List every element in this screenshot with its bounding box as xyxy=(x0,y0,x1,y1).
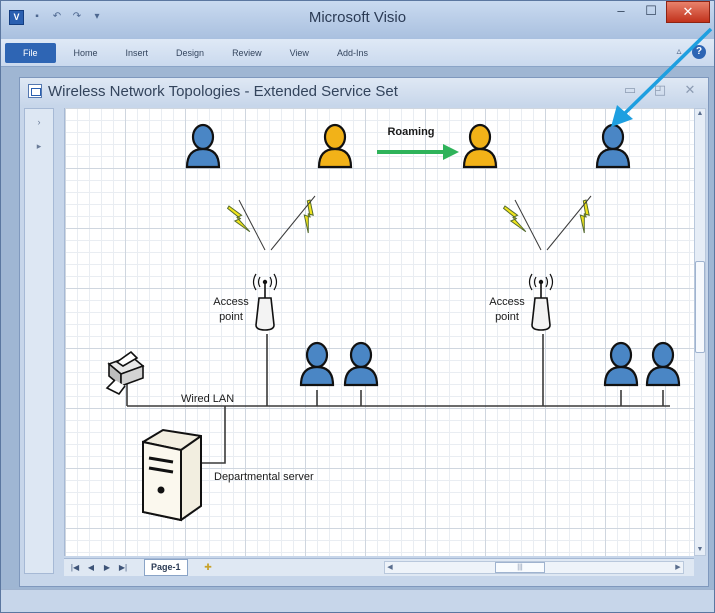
close-button[interactable]: ✕ xyxy=(666,1,710,23)
drawing-canvas[interactable]: Roaming Access point Access point xyxy=(64,108,694,556)
signal-line xyxy=(514,199,542,251)
roaming-label: Roaming xyxy=(387,126,434,138)
ribbon-collapse-icon[interactable]: ▵ xyxy=(676,46,682,57)
network-diagram: Roaming Access point Access point xyxy=(105,123,681,522)
server-icon[interactable] xyxy=(142,428,202,522)
tab-insert[interactable]: Insert xyxy=(125,48,149,58)
document-close-button[interactable]: ✕ xyxy=(684,82,696,97)
expand-pane-icon[interactable]: › xyxy=(37,117,41,127)
app-title: Microsoft Visio xyxy=(308,9,407,26)
status-bar xyxy=(1,589,714,612)
access-point-label: Access xyxy=(213,296,249,308)
scroll-left-icon[interactable]: ◀ xyxy=(387,564,393,571)
undo-icon[interactable]: ↶ xyxy=(52,11,62,22)
wired-user-icon[interactable] xyxy=(299,341,335,387)
customize-icon[interactable]: ▾ xyxy=(94,11,100,22)
ribbon-right-controls: ▵ ? xyxy=(672,45,706,59)
tab-add-ins[interactable]: Add-Ins xyxy=(336,48,368,58)
signal-line xyxy=(270,195,316,251)
roaming-user-icon[interactable] xyxy=(462,123,498,169)
minimize-button[interactable]: – xyxy=(617,3,625,18)
access-point-icon[interactable] xyxy=(528,273,554,331)
server-label: Departmental server xyxy=(214,471,314,483)
first-page-icon[interactable]: |◀ xyxy=(70,563,80,572)
last-page-icon[interactable]: ▶| xyxy=(118,563,128,572)
vertical-scrollbar[interactable]: ▲ ▼ xyxy=(694,108,706,556)
wireless-signal-icon xyxy=(226,202,251,237)
access-point-icon[interactable] xyxy=(252,273,278,331)
window-controls: – ☐ ✕ xyxy=(606,1,710,23)
horizontal-scroll-thumb[interactable]: ||| xyxy=(495,562,545,573)
access-point-label: Access xyxy=(489,296,525,308)
vertical-scroll-thumb[interactable] xyxy=(695,261,705,353)
signal-line xyxy=(238,199,266,251)
document-window: Wireless Network Topologies - Extended S… xyxy=(19,77,709,587)
title-bar: V ▪ ↶ ↷ ▾ Microsoft Visio – ☐ ✕ xyxy=(1,1,714,39)
save-icon[interactable]: ▪ xyxy=(35,11,39,22)
access-point-label: point xyxy=(495,311,519,323)
server-link-line xyxy=(200,406,226,464)
document-restore-button[interactable]: ◰ xyxy=(653,82,667,97)
tab-home[interactable]: Home xyxy=(73,48,98,58)
signal-line xyxy=(546,195,592,251)
horizontal-scrollbar[interactable]: ◀ ||| ▶ xyxy=(384,561,684,574)
insert-page-icon[interactable]: ✚ xyxy=(204,562,212,572)
wireless-user-icon[interactable] xyxy=(185,123,221,169)
ribbon-tabs: File Home Insert Design Review View Add-… xyxy=(5,43,382,63)
wireless-user-icon[interactable] xyxy=(595,123,631,169)
quick-access-toolbar: ▪ ↶ ↷ ▾ xyxy=(31,9,103,25)
wired-user-icon[interactable] xyxy=(645,341,681,387)
shapes-pane: › ▸ xyxy=(24,108,54,574)
wired-lan-lines xyxy=(126,334,670,464)
page-navigation-bar: |◀ ◀ ▶ ▶| Page-1 ✚ ◀ ||| ▶ xyxy=(64,558,694,576)
roaming-user-icon[interactable] xyxy=(317,123,353,169)
roaming-arrow-icon xyxy=(377,144,459,160)
scroll-down-icon[interactable]: ▼ xyxy=(696,546,704,553)
maximize-button[interactable]: ☐ xyxy=(645,3,657,18)
tab-review[interactable]: Review xyxy=(232,48,262,58)
document-icon xyxy=(28,84,42,98)
scroll-right-icon[interactable]: ▶ xyxy=(675,564,681,571)
page-tab[interactable]: Page-1 xyxy=(144,559,188,576)
ribbon: File Home Insert Design Review View Add-… xyxy=(1,39,714,67)
next-page-icon[interactable]: ▶ xyxy=(103,563,111,572)
document-title-bar: Wireless Network Topologies - Extended S… xyxy=(20,78,708,106)
redo-icon[interactable]: ↷ xyxy=(72,11,82,22)
access-point-label: point xyxy=(219,311,243,323)
help-icon[interactable]: ? xyxy=(692,45,706,59)
tab-view[interactable]: View xyxy=(289,48,309,58)
prev-page-icon[interactable]: ◀ xyxy=(87,563,95,572)
document-title: Wireless Network Topologies - Extended S… xyxy=(48,83,398,100)
document-window-controls: ▭ ◰ ✕ xyxy=(622,81,698,99)
document-minimize-button[interactable]: ▭ xyxy=(623,82,637,97)
printer-icon[interactable] xyxy=(105,350,145,396)
wired-user-icon[interactable] xyxy=(603,341,639,387)
visio-app-icon[interactable]: V xyxy=(9,10,24,25)
stencil-folder-icon[interactable]: ▸ xyxy=(36,141,42,151)
wired-lan-label: Wired LAN xyxy=(181,393,234,405)
tab-design[interactable]: Design xyxy=(176,48,205,58)
scroll-up-icon[interactable]: ▲ xyxy=(696,110,704,117)
tab-file[interactable]: File xyxy=(5,43,56,63)
wireless-signal-icon xyxy=(502,202,527,237)
callout-arrow-icon xyxy=(611,27,713,127)
wired-user-icon[interactable] xyxy=(343,341,379,387)
page-nav-buttons: |◀ ◀ ▶ ▶| xyxy=(70,561,128,575)
